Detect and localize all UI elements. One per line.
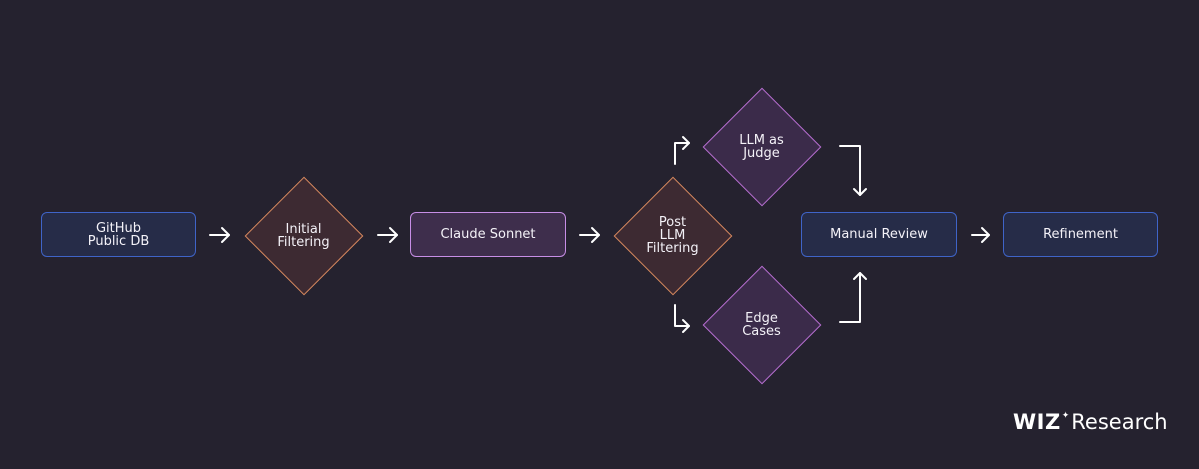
arrow-review-to-refinement [971, 227, 990, 243]
logo-suffix: Research [1071, 410, 1168, 434]
node-label: Post LLM Filtering [646, 215, 699, 256]
node-post-llm-filtering: Post LLM Filtering [612, 175, 733, 296]
node-llm-as-judge: LLM as Judge [701, 86, 822, 207]
node-initial-filtering: Initial Filtering [243, 175, 364, 296]
arrow-github-to-initial [209, 227, 230, 243]
node-github-public-db: GitHub Public DB [41, 212, 196, 257]
node-edge-cases: Edge Cases [701, 264, 822, 385]
arrow-claude-to-post [579, 227, 600, 243]
arrow-edge-to-review [839, 272, 867, 323]
logo-brand: WIZ [1013, 410, 1061, 434]
node-label: LLM as Judge [739, 132, 784, 161]
node-label: Edge Cases [742, 310, 781, 339]
sparkle-icon: ✦ [1061, 411, 1070, 421]
arrow-judge-to-review [839, 145, 867, 196]
node-manual-review: Manual Review [801, 212, 957, 257]
node-refinement: Refinement [1003, 212, 1158, 257]
arrow-initial-to-claude [377, 227, 398, 243]
node-label: Initial Filtering [277, 221, 330, 250]
wiz-research-logo: WIZ ✦ Research [1013, 410, 1168, 434]
arrow-post-to-edge [674, 304, 690, 333]
node-claude-sonnet: Claude Sonnet [410, 212, 566, 257]
arrow-post-to-judge [674, 136, 690, 165]
